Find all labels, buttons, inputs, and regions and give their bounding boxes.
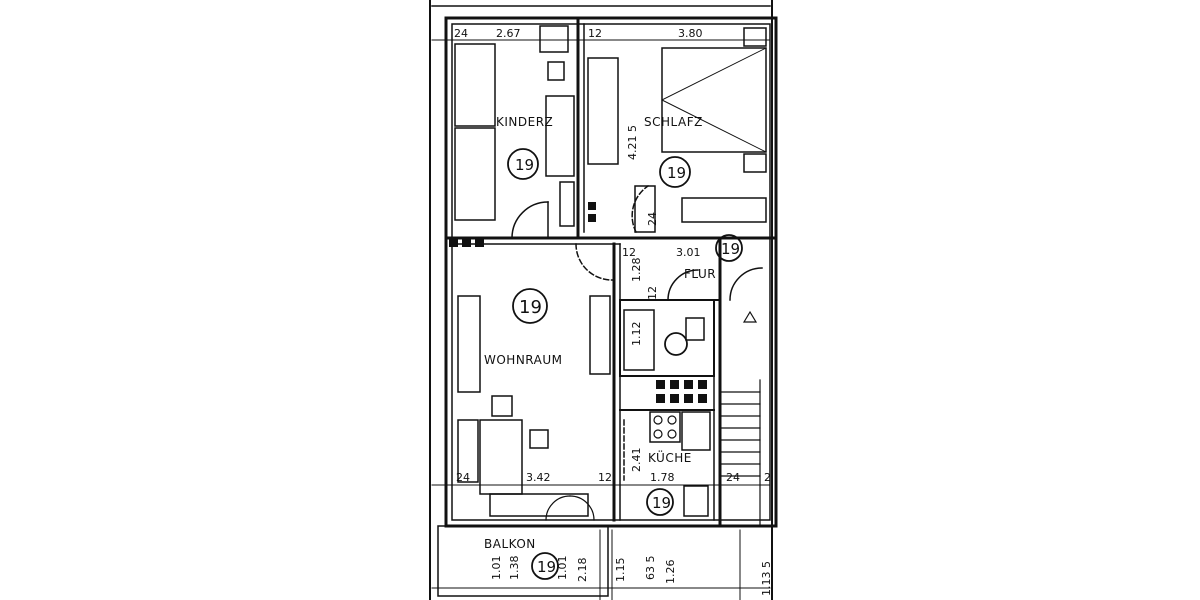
balcony-door-right (569, 495, 595, 521)
windowsill-wohnraum (489, 493, 589, 517)
dim-kinderz-width: 2.67 (496, 27, 521, 40)
burner-3 (653, 429, 663, 439)
dim-bath-112: 1.12 (630, 322, 643, 347)
bed-kinderz-lower (454, 127, 496, 221)
unit-marker-flur: 19 (721, 240, 740, 258)
dim-kueche-241: 2.41 (630, 448, 643, 473)
door-schlafz (631, 184, 650, 234)
sink-kueche (683, 485, 709, 517)
bath-marker-circle (664, 332, 688, 356)
bed-cover-line-1 (661, 47, 767, 101)
burner-2 (667, 415, 677, 425)
door-kinderz (511, 201, 549, 239)
room-label-wohnraum: WOHNRAUM (484, 353, 563, 367)
dim-right-24: 24 (726, 471, 740, 484)
desk-kinderz (545, 95, 575, 177)
unit-marker-schlafz: 19 (667, 164, 686, 182)
dim-balkon-138: 1.38 (508, 556, 521, 581)
shelf-kinderz (559, 181, 575, 227)
cabinet-wohnraum (589, 295, 611, 375)
stool-kinderz (547, 61, 565, 81)
chair-wohnraum-1 (491, 395, 513, 417)
staircase (721, 379, 761, 527)
unit-marker-circle-kueche (646, 488, 674, 516)
stair-direction-icon (742, 310, 758, 323)
sink (685, 317, 705, 341)
unit-marker-balkon: 19 (537, 558, 556, 576)
dim-right-2: 2 (764, 471, 771, 484)
dim-corridor-height: 4.21 5 (626, 125, 639, 160)
room-label-kinderz: KINDERZ (496, 115, 553, 129)
dim-balkon-101b: 1.01 (556, 556, 569, 581)
door-bath (667, 269, 699, 301)
unit-marker-circle-flur (715, 234, 743, 262)
bed-kinderz-upper (454, 43, 496, 127)
unit-marker-wohnraum: 19 (519, 297, 542, 318)
dim-balkon-218: 2.18 (576, 558, 589, 583)
dim-bottom-126: 1.26 (664, 560, 677, 585)
dim-bottom-1135: 1.13 5 (760, 561, 773, 596)
dim-schlafz-12: 12 (588, 27, 602, 40)
dim-wohn-12: 12 (598, 471, 612, 484)
unit-marker-kueche: 19 (652, 494, 671, 512)
dim-kueche-width: 1.78 (650, 471, 675, 484)
burner-4 (667, 429, 677, 439)
unit-marker-circle-wohnraum (512, 288, 548, 324)
unit-marker-circle-kinderz (507, 148, 539, 180)
bath-room (619, 299, 715, 377)
bench-wohnraum (457, 419, 479, 483)
burner-1 (653, 415, 663, 425)
dim-bottom-635: 63 5 (644, 556, 657, 581)
dim-top-left-24: 24 (454, 27, 468, 40)
dim-wohn-width: 3.42 (526, 471, 551, 484)
bed-cover-line-2 (661, 99, 767, 153)
dresser-schlafz (681, 197, 767, 223)
dim-schlafz-width: 3.80 (678, 27, 703, 40)
chair-wohnraum-2 (529, 429, 549, 449)
balcony-area (437, 525, 609, 597)
dim-schlafz-24: 24 (646, 212, 659, 226)
dim-flur-width: 3.01 (676, 246, 701, 259)
door-entrance (729, 267, 763, 301)
unit-marker-circle-schlafz (659, 156, 691, 188)
dim-wohn-24: 24 (456, 471, 470, 484)
balcony-door-left (545, 495, 571, 521)
dim-flur-12b: 12 (646, 286, 659, 300)
unit-marker-kinderz: 19 (515, 156, 534, 174)
wardrobe-schlafz (587, 57, 619, 165)
sofa-wohnraum (457, 295, 481, 393)
door-wohnraum (575, 243, 613, 281)
room-label-schlafz: SCHLAFZ (644, 115, 703, 129)
room-label-flur: FLUR (684, 267, 716, 281)
stove (649, 411, 681, 443)
dim-flur-12: 12 (622, 246, 636, 259)
dim-bottom-115: 1.15 (614, 558, 627, 583)
dim-balkon-101: 1.01 (490, 556, 503, 581)
room-label-balkon: BALKON (484, 537, 536, 551)
vent-markers (449, 202, 707, 403)
outer-wall (444, 16, 778, 528)
counter-kueche (681, 411, 711, 451)
dim-flur-128: 1.28 (630, 258, 643, 283)
cabinet-schlafz (634, 185, 656, 233)
bed-schlafz (661, 47, 767, 153)
room-label-kueche: KÜCHE (648, 449, 692, 465)
nightstand-schlafz (743, 27, 767, 47)
nightstand-schlafz-2 (743, 153, 767, 173)
dining-table (479, 419, 523, 495)
bathtub (623, 309, 655, 371)
inner-wall (451, 23, 771, 521)
chair-kinderz (539, 25, 569, 53)
unit-marker-circle-balkon (531, 552, 559, 580)
